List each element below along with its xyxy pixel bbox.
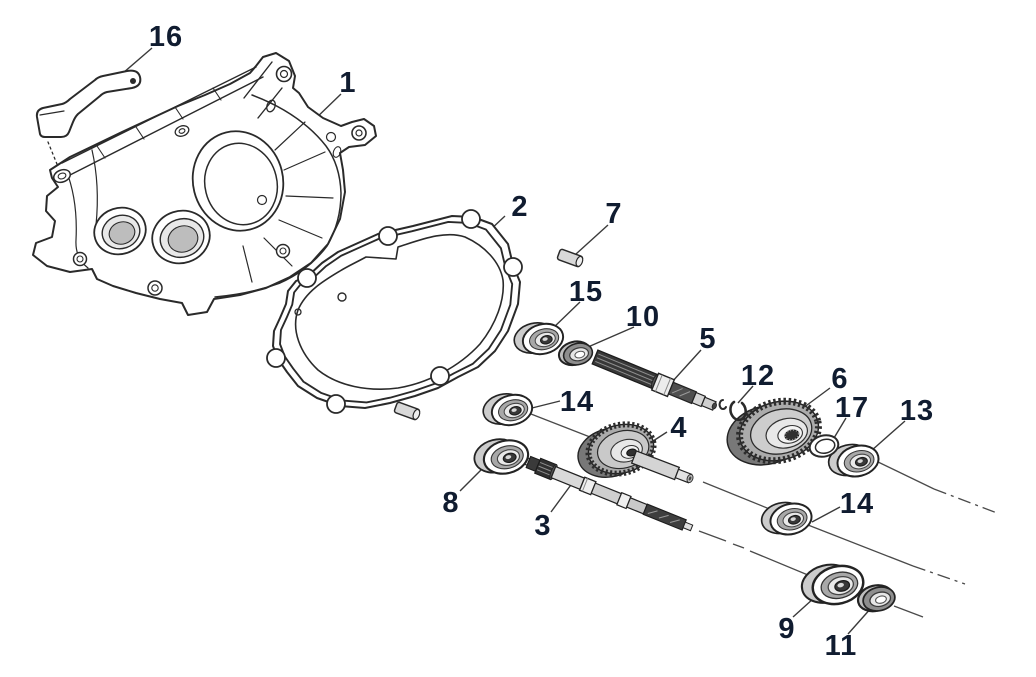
part-3-counter-shaft bbox=[518, 455, 694, 532]
label-part-17: 17 bbox=[835, 392, 869, 424]
label-part-6: 6 bbox=[831, 363, 848, 395]
label-part-9: 9 bbox=[778, 613, 795, 645]
label-part-16: 16 bbox=[149, 21, 183, 53]
label-part-4: 4 bbox=[670, 412, 687, 444]
housing-bore-left bbox=[93, 206, 147, 256]
part-labels: 16 1 2 7 15 10 5 12 6 17 13 14 4 8 3 14 … bbox=[149, 21, 934, 662]
label-part-11: 11 bbox=[825, 630, 858, 662]
part-14-bearing-lower bbox=[757, 495, 816, 542]
part-2-gasket bbox=[266, 209, 523, 414]
part-6-gear bbox=[726, 397, 822, 466]
part-14-bearing-upper bbox=[479, 386, 537, 433]
label-part-13: 13 bbox=[900, 395, 934, 427]
label-part-12: 12 bbox=[741, 360, 775, 392]
part-8-bearing bbox=[469, 431, 533, 482]
gear-4-stub-shaft bbox=[630, 450, 694, 484]
label-part-10: 10 bbox=[626, 301, 660, 333]
label-part-2: 2 bbox=[511, 191, 528, 223]
label-part-1: 1 bbox=[339, 67, 356, 99]
label-part-14-upper: 14 bbox=[560, 386, 594, 418]
part-12-circlip bbox=[718, 399, 747, 422]
label-part-7: 7 bbox=[605, 198, 622, 230]
housing-bore-right bbox=[151, 209, 211, 265]
label-part-3: 3 bbox=[534, 510, 551, 542]
lever-pivot-dot bbox=[130, 78, 136, 84]
dowel-pin-lower bbox=[393, 400, 422, 422]
part-5-main-shaft bbox=[591, 349, 717, 411]
label-part-8: 8 bbox=[442, 487, 459, 519]
label-part-14-lower: 14 bbox=[840, 488, 874, 520]
part-7-dowel-pin bbox=[556, 247, 585, 269]
part-1-crankcase-housing bbox=[32, 52, 377, 316]
label-part-15: 15 bbox=[569, 276, 603, 308]
part-4-gear bbox=[577, 421, 694, 484]
label-part-5: 5 bbox=[699, 323, 716, 355]
